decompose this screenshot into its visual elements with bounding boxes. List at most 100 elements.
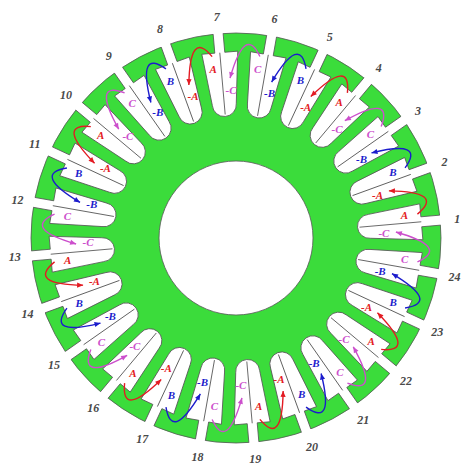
shaft-hole <box>159 161 313 315</box>
slot <box>23 231 116 275</box>
coil-arrowhead <box>389 188 395 193</box>
slot-outline <box>200 32 243 118</box>
slot-number: 20 <box>306 441 318 453</box>
slot-number: 24 <box>449 271 461 283</box>
coil-arrowhead <box>392 274 398 279</box>
slot-outline <box>37 263 127 325</box>
slot-number: 15 <box>48 359 60 371</box>
phase-label: -A <box>300 102 311 113</box>
coil-arrowhead <box>345 116 352 121</box>
phase-label: -B <box>375 266 386 277</box>
phase-label: B <box>75 168 82 179</box>
slot-opening <box>353 241 448 292</box>
coil-arrowhead <box>77 282 83 287</box>
phase-label: C <box>336 367 343 378</box>
coil-arrowhead <box>320 373 325 379</box>
phase-label: -B <box>105 311 116 322</box>
slot-number: 5 <box>327 31 333 43</box>
slot-opening <box>130 341 201 438</box>
layer-divider <box>157 350 183 406</box>
slot-number: 21 <box>357 414 369 426</box>
coil-arrowhead <box>377 313 383 319</box>
slot-outline <box>356 202 442 245</box>
phase-label: -C <box>339 334 350 345</box>
phase-label: A <box>129 368 136 379</box>
slot <box>339 273 436 344</box>
slot-outline <box>31 185 119 235</box>
layer-divider <box>67 159 123 185</box>
coil-arrowhead <box>147 96 152 102</box>
phase-label: -A <box>89 276 100 287</box>
coil-arrowhead <box>155 379 161 385</box>
slot-number: 2 <box>442 156 448 168</box>
layer-divider <box>358 260 419 271</box>
slot-number: 17 <box>136 433 148 445</box>
slot <box>130 341 201 438</box>
coil-arc <box>311 76 348 97</box>
slot-outline <box>229 358 272 444</box>
phase-label: B <box>167 76 174 87</box>
slot-opening <box>261 346 326 443</box>
slot-number: 9 <box>106 50 112 62</box>
slot-number: 23 <box>431 326 443 338</box>
slot <box>147 33 212 130</box>
phase-label: -C <box>122 131 133 142</box>
layer-divider <box>116 333 156 380</box>
phase-label: A <box>368 336 375 347</box>
slot <box>239 26 290 121</box>
slot <box>353 241 448 292</box>
phase-label: A <box>210 64 217 75</box>
slot-number: 16 <box>87 402 99 414</box>
slot-number: 6 <box>272 13 278 25</box>
slot <box>229 358 273 451</box>
coil-arc <box>189 48 212 86</box>
phase-label: -B <box>309 358 320 369</box>
slot <box>344 149 441 214</box>
slot-opening <box>181 355 232 450</box>
slot <box>356 202 449 246</box>
phase-label: -A <box>361 302 372 313</box>
coil-arrowhead <box>74 197 80 202</box>
phase-label: B <box>298 389 305 400</box>
coil-arc <box>345 108 384 126</box>
coil-arrowhead <box>229 72 234 78</box>
slot-number: 19 <box>249 453 261 465</box>
phase-label: -C <box>332 124 343 135</box>
phase-label: A <box>97 130 104 141</box>
slot-number: 10 <box>60 89 72 101</box>
coil-arrowhead <box>280 391 285 397</box>
coil-arrowhead <box>114 123 119 130</box>
slot-number: 12 <box>11 194 23 206</box>
slot-opening <box>271 38 342 135</box>
slot-number: 7 <box>214 11 220 23</box>
phase-label: -A <box>100 163 111 174</box>
phase-label: -C <box>378 228 389 239</box>
coil-arc <box>42 214 76 244</box>
slot-group <box>23 25 449 451</box>
phase-label: -C <box>83 237 94 248</box>
slot-opening <box>239 26 290 121</box>
coil-group <box>42 44 429 431</box>
coil-arc <box>347 347 365 386</box>
phase-label: -B <box>264 88 275 99</box>
slot-opening <box>229 358 273 451</box>
coil-arrowhead <box>371 149 377 154</box>
phase-label: C <box>128 98 135 109</box>
coil-arc <box>146 63 165 102</box>
coil-arrowhead <box>121 355 128 360</box>
coil-arc <box>371 148 410 167</box>
phase-label: -C <box>235 380 246 391</box>
slot-outline <box>149 39 211 129</box>
slot-opening <box>339 273 436 344</box>
phase-label: -A <box>274 374 285 385</box>
slot-number: 13 <box>9 251 21 263</box>
coil-arrowhead <box>272 76 277 82</box>
slot-opening <box>147 33 212 130</box>
slot-outline <box>183 355 233 443</box>
layer-divider <box>348 290 404 316</box>
slot-number: 4 <box>376 62 382 74</box>
phase-label: -C <box>129 341 140 352</box>
slot-opening <box>31 263 128 328</box>
coil-arrowhead <box>195 394 200 400</box>
